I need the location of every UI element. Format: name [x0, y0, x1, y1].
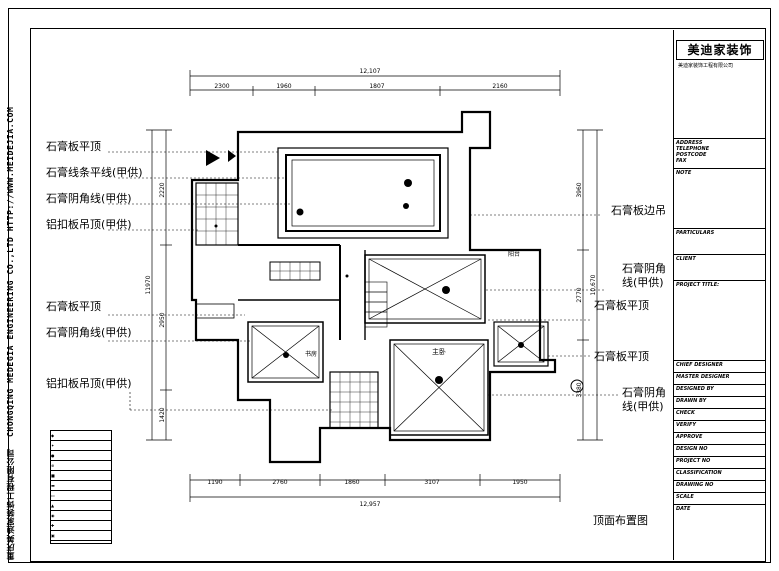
legend-icon: ◆: [51, 433, 55, 438]
tb-drawn-by: DRAWN BY: [674, 396, 766, 408]
legend-row: ◉: [51, 511, 111, 521]
dim-top-total: 12,107: [360, 68, 381, 75]
dim-bottom-5: 1950: [512, 479, 527, 486]
right-label-3: 石膏板平顶: [594, 299, 649, 312]
tb-classification: CLASSIFICATION: [674, 468, 766, 480]
right-label-1: 石膏板边吊: [611, 204, 666, 217]
dim-right-3: 3380: [576, 382, 583, 397]
room-label-study: 书房: [305, 350, 317, 358]
left-label-3: 石膏阴角线(甲供): [46, 192, 132, 205]
tb-check: CHECK: [674, 408, 766, 420]
legend-icon: ✦: [51, 443, 55, 448]
tb-note: NOTE: [674, 168, 766, 228]
legend-row: ▬: [51, 481, 111, 491]
dim-right-2: 2770: [576, 287, 583, 302]
legend-row: ⊕: [51, 461, 111, 471]
legend-row: ●: [51, 451, 111, 461]
drawing-inner-border: [30, 28, 766, 562]
right-label-2b: 线(甲供): [622, 276, 664, 289]
legend-icon: ▬: [51, 483, 55, 488]
legend-row: ▭: [51, 491, 111, 501]
dim-left-total: 11970: [145, 275, 152, 294]
dim-left-3: 1420: [159, 407, 166, 422]
legend-icon: ■: [51, 473, 55, 478]
left-label-6: 石膏阴角线(甲供): [46, 326, 132, 339]
legend-row: ■: [51, 471, 111, 481]
company-logo: 美迪家装饰: [676, 40, 764, 60]
left-label-5: 石膏板平顶: [46, 300, 101, 313]
tb-designed-by: DESIGNED BY: [674, 384, 766, 396]
right-label-5b: 线(甲供): [622, 400, 664, 413]
legend-icon: ▣: [51, 533, 55, 538]
legend-icon: ◉: [51, 513, 55, 518]
dim-left-2: 2950: [159, 312, 166, 327]
legend-row: ✦: [51, 441, 111, 451]
drawing-caption: 顶面布置图: [593, 514, 648, 527]
company-name: 美迪家装饰工程有限公司: [678, 63, 734, 69]
dim-bottom-total: 12,957: [360, 501, 381, 508]
dim-bottom-4: 3107: [424, 479, 439, 486]
legend-row: ▲: [51, 501, 111, 511]
dim-top-1: 2300: [214, 83, 229, 90]
room-label-master: 主卧: [432, 347, 446, 356]
right-label-5a: 石膏阴角: [622, 386, 666, 399]
legend-row: ✚: [51, 521, 111, 531]
dim-top-2: 1960: [276, 83, 291, 90]
tb-drawing-no: DRAWING NO: [674, 480, 766, 492]
legend-icon: ⊕: [51, 463, 55, 468]
left-label-2: 石膏线条平线(甲供): [46, 166, 143, 179]
right-label-2a: 石膏阴角: [622, 262, 666, 275]
dim-left-1: 2220: [159, 182, 166, 197]
legend-icon: ●: [51, 453, 55, 458]
dim-right-1: 3960: [576, 182, 583, 197]
tb-design-no: DESIGN NO: [674, 444, 766, 456]
dim-right-total: 10,670: [590, 274, 597, 295]
tb-project-title: PROJECT TITLE:: [674, 280, 766, 360]
legend-icon: ▭: [51, 493, 55, 498]
dim-top-4: 2160: [492, 83, 507, 90]
tb-scale: SCALE: [674, 492, 766, 504]
right-label-4: 石膏板平顶: [594, 350, 649, 363]
tb-master-designer: MASTER DESIGNER: [674, 372, 766, 384]
legend-box: ◆ ✦ ● ⊕ ■ ▬ ▭ ▲ ◉ ✚ ▣: [50, 430, 112, 544]
tb-verify: VERIFY: [674, 420, 766, 432]
tb-project-no: PROJECT NO: [674, 456, 766, 468]
dim-bottom-1: 1190: [207, 479, 222, 486]
tb-date: DATE: [674, 504, 766, 516]
drawing-outer-border: [8, 8, 771, 563]
left-label-1: 石膏板平顶: [46, 140, 101, 153]
dim-bottom-2: 2760: [272, 479, 287, 486]
left-label-7: 铝扣板吊顶(甲供): [46, 377, 132, 390]
tb-chief-designer: CHIEF DESIGNER: [674, 360, 766, 372]
legend-icon: ▲: [51, 503, 55, 508]
tb-approve: APPROVE: [674, 432, 766, 444]
legend-row: ◆: [51, 431, 111, 441]
dim-bottom-3: 1860: [344, 479, 359, 486]
room-label-balcony: 阳台: [508, 250, 520, 258]
dim-top-3: 1807: [369, 83, 384, 90]
tb-particulars: PARTICULARS: [674, 228, 766, 254]
legend-row: ▣: [51, 531, 111, 541]
left-label-4: 铝扣板吊顶(甲供): [46, 218, 132, 231]
tb-client: CLIENT: [674, 254, 766, 280]
legend-icon: ✚: [51, 523, 55, 528]
